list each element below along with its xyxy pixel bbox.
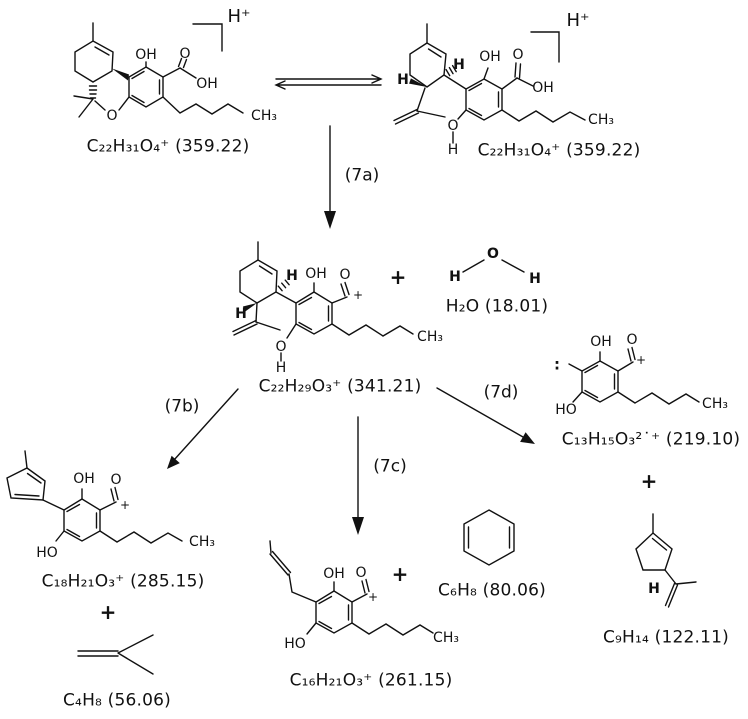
proton-label: H⁺ <box>566 10 590 31</box>
formula-water: H₂O (18.01) <box>445 296 549 317</box>
plus-sign: + <box>99 600 117 624</box>
arrow-7a <box>324 125 336 229</box>
formula-261: C₁₆H₂₁O₃⁺ (261.15) <box>289 670 453 691</box>
pyran-oxygen-label: O <box>106 108 118 124</box>
stereo-hydrogen-label: H <box>286 268 298 284</box>
hydroxyl-label: HO <box>555 402 577 418</box>
structure-dication-219 <box>568 346 700 405</box>
acylium-oxygen-label: O <box>626 332 638 348</box>
hydroxyl-label: OH <box>305 266 327 282</box>
structure-acylium-341 <box>232 241 414 362</box>
water-oxygen-label: O <box>487 246 499 262</box>
formula-359-right: C₂₂H₃₁O₄⁺ (359.22) <box>477 140 641 161</box>
equilibrium-arrows <box>274 74 383 90</box>
methyl-label: CH₃ <box>189 534 215 550</box>
methyl-label: CH₃ <box>433 630 459 646</box>
structure-protonated-thca-closed <box>73 22 244 118</box>
structure-cyclohexadiene-80 <box>463 509 515 566</box>
methyl-label: CH₃ <box>588 112 614 128</box>
structure-protonated-thca-open <box>393 23 586 144</box>
structure-cation-285 <box>6 450 183 544</box>
carbonyl-oxygen-label: O <box>179 46 191 62</box>
carboxyl-hydroxyl-label: OH <box>532 80 554 96</box>
water-hydrogen-label: H <box>449 269 461 285</box>
carboxyl-hydroxyl-label: OH <box>196 76 218 92</box>
acylium-oxygen-label: O <box>110 472 122 488</box>
step-7d-label: (7d) <box>483 382 519 403</box>
stereo-hydrogen-label: H <box>235 306 247 322</box>
stereo-hydrogen-label: H <box>397 72 409 88</box>
acylium-oxygen-label: O <box>355 565 367 581</box>
plus-sign: + <box>391 562 409 586</box>
acylium-charge-label: + <box>635 353 647 367</box>
stereo-hydrogen-label: H <box>453 57 465 73</box>
phenol-hydrogen-label: H <box>275 360 287 376</box>
methyl-label: CH₃ <box>702 396 728 412</box>
hydroxyl-label: HO <box>36 545 58 561</box>
formula-80: C₆H₈ (80.06) <box>437 580 547 601</box>
acylium-charge-label: + <box>352 288 364 302</box>
phenol-oxygen-label: O <box>275 339 287 355</box>
phenol-oxygen-label: O <box>447 118 459 134</box>
formula-56: C₄H₈ (56.06) <box>62 690 172 711</box>
hydroxyl-label: OH <box>479 49 501 65</box>
arrow-7c <box>352 416 364 535</box>
hydroxyl-label: OH <box>135 47 157 63</box>
stereo-hydrogen-label: H <box>648 581 660 597</box>
structure-water <box>462 259 525 273</box>
hydroxyl-label: OH <box>73 471 95 487</box>
hydroxyl-label: OH <box>590 334 612 350</box>
hydroxyl-label: OH <box>323 566 345 582</box>
plus-sign: + <box>640 469 658 493</box>
arrow-7d <box>436 387 535 444</box>
acylium-charge-label: + <box>119 498 131 512</box>
step-7c-label: (7c) <box>373 456 407 477</box>
hydroxyl-label: HO <box>284 636 306 652</box>
formula-285: C₁₈H₂₁O₃⁺ (285.15) <box>41 571 205 592</box>
acylium-oxygen-label: O <box>339 267 351 283</box>
carbonyl-oxygen-label: O <box>512 47 524 63</box>
formula-341: C₂₂H₂₉O₃⁺ (341.21) <box>258 376 422 397</box>
water-hydrogen-label: H <box>529 271 541 287</box>
plus-sign: + <box>389 265 407 289</box>
step-7b-label: (7b) <box>164 396 200 417</box>
structure-isobutylene-56 <box>77 634 154 675</box>
formula-359-left: C₂₂H₃₁O₄⁺ (359.22) <box>86 136 250 157</box>
methyl-label: CH₃ <box>417 329 443 345</box>
step-7a-label: (7a) <box>344 165 380 186</box>
methyl-label: CH₃ <box>251 108 277 124</box>
formula-219: C₁₃H₁₅O₃²˙⁺ (219.10) <box>561 429 741 450</box>
formula-122: C₉H₁₄ (122.11) <box>602 627 730 648</box>
structure-cation-261 <box>269 540 434 636</box>
carbene-lone-pair-label: : <box>554 355 560 374</box>
proton-label: H⁺ <box>227 6 251 27</box>
acylium-charge-label: + <box>367 590 379 604</box>
arrow-7b <box>167 388 239 469</box>
structure-terpene-122 <box>635 513 697 608</box>
phenol-hydrogen-label: H <box>447 142 459 158</box>
